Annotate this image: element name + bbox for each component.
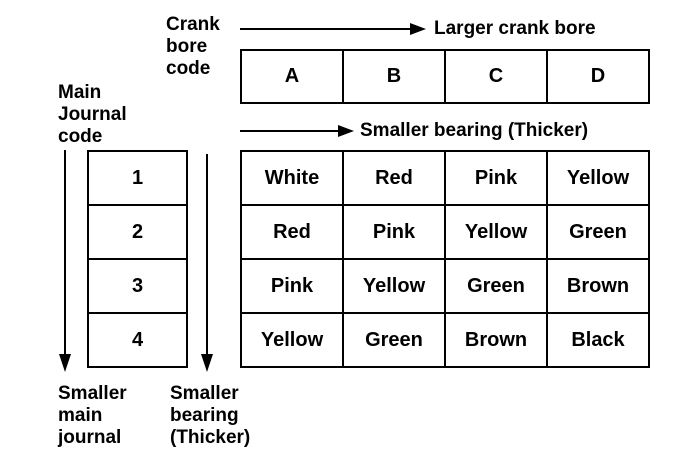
bearing-color-cell: Brown (546, 258, 650, 314)
bearing-color-cell: White (240, 150, 344, 206)
bearing-color-cell: Yellow (342, 258, 446, 314)
crank-bore-code-table: A B C D (240, 49, 650, 104)
bearing-color-cell: Yellow (240, 312, 344, 368)
bearing-color-cell: Red (342, 150, 446, 206)
smaller-main-journal-line: Smaller (58, 383, 127, 404)
smaller-main-journal-label: Smaller main journal (58, 383, 127, 449)
bearing-color-row: White Red Pink Yellow (240, 150, 650, 206)
crank-bore-code-cell: A (240, 49, 344, 104)
bearing-color-row: Yellow Green Brown Black (240, 312, 650, 368)
main-journal-code-cell: 2 (87, 204, 188, 260)
bearing-color-cell: Red (240, 204, 344, 260)
main-journal-code-line: Main (58, 82, 102, 103)
bearing-color-cell: Black (546, 312, 650, 368)
larger-crank-bore-arrow (240, 23, 426, 35)
smaller-bearing-top-arrow (240, 125, 354, 137)
bearing-color-cell: Pink (444, 150, 548, 206)
main-journal-code-cell: 3 (87, 258, 188, 314)
crank-bore-code-line: Crank (166, 14, 220, 35)
smaller-bearing-line: bearing (170, 405, 239, 426)
main-journal-code-table: 1 2 3 4 (87, 150, 188, 368)
smaller-bearing-label: Smaller bearing (Thicker) (170, 383, 250, 449)
bearing-color-table: White Red Pink Yellow Red Pink Yellow Gr… (240, 150, 650, 368)
bearing-color-cell: Yellow (546, 150, 650, 206)
smaller-main-journal-line: journal (58, 427, 122, 448)
smaller-main-journal-line: main (58, 405, 103, 426)
larger-crank-bore-label: Larger crank bore (434, 18, 596, 39)
crank-bore-code-row: A B C D (240, 49, 650, 104)
smaller-bearing-top-label: Smaller bearing (Thicker) (360, 120, 589, 141)
main-journal-code-cell: 1 (87, 150, 188, 206)
crank-bore-code-line: bore (166, 36, 208, 57)
bearing-color-row: Pink Yellow Green Brown (240, 258, 650, 314)
smaller-bearing-down-arrow (201, 154, 213, 372)
crank-bore-code-label: Crank bore code (166, 14, 220, 80)
main-journal-code-row: 3 (87, 258, 188, 314)
bearing-color-row: Red Pink Yellow Green (240, 204, 650, 260)
smaller-main-journal-arrow (59, 150, 71, 372)
main-journal-code-line: code (58, 126, 103, 147)
crank-bore-code-cell: D (546, 49, 650, 104)
smaller-bearing-line: (Thicker) (170, 427, 251, 448)
main-journal-code-line: Journal (58, 104, 127, 125)
crank-bore-code-line: code (166, 58, 211, 79)
main-journal-code-label: Main Journal code (58, 82, 127, 148)
bearing-color-cell: Pink (240, 258, 344, 314)
main-journal-code-row: 4 (87, 312, 188, 368)
main-journal-code-row: 2 (87, 204, 188, 260)
crank-bore-code-cell: C (444, 49, 548, 104)
main-journal-code-row: 1 (87, 150, 188, 206)
bearing-color-cell: Green (342, 312, 446, 368)
bearing-color-cell: Green (444, 258, 548, 314)
smaller-bearing-line: Smaller (170, 383, 239, 404)
bearing-color-cell: Pink (342, 204, 446, 260)
main-journal-code-cell: 4 (87, 312, 188, 368)
bearing-color-cell: Brown (444, 312, 548, 368)
bearing-color-cell: Green (546, 204, 650, 260)
bearing-color-cell: Yellow (444, 204, 548, 260)
crank-bore-code-cell: B (342, 49, 446, 104)
